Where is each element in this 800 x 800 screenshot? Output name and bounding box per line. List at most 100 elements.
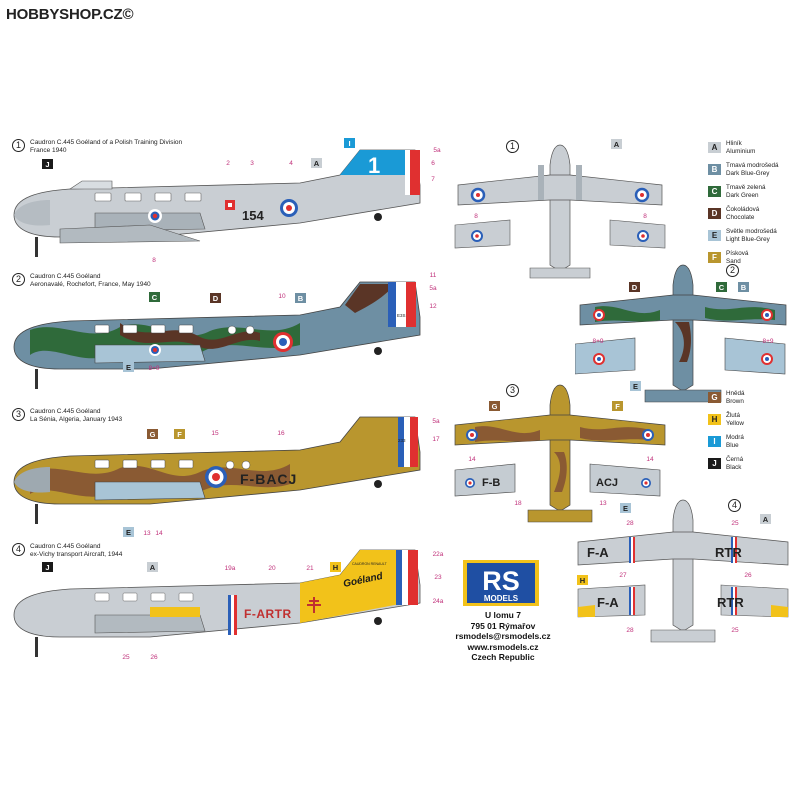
tail-code: 233 bbox=[398, 438, 406, 443]
registration: F-ARTR bbox=[244, 607, 292, 621]
decal-callout: 2 bbox=[226, 160, 230, 167]
decal-callout: 8 bbox=[152, 257, 156, 264]
decal-callout: 23 bbox=[434, 574, 442, 581]
paint-callout-g: G bbox=[147, 429, 158, 439]
callout-text: G bbox=[150, 430, 156, 439]
callout-text: E bbox=[126, 528, 131, 537]
decal-callout: 15 bbox=[211, 430, 219, 437]
callout-text: C bbox=[152, 293, 158, 302]
wing-registration-left: F-B bbox=[482, 477, 500, 489]
paint-callout-b: B bbox=[738, 282, 749, 292]
paint-callout-e: E bbox=[123, 527, 134, 537]
side-profile-3: F-BACJ 233 bbox=[13, 416, 421, 524]
decal-callout: 5a bbox=[429, 285, 437, 292]
decal-callout: 13 bbox=[143, 530, 151, 537]
decal-callout: 8 bbox=[474, 213, 478, 220]
paint-callout-a: A bbox=[611, 139, 622, 149]
decal-callout: 8 bbox=[643, 213, 647, 220]
decal-callout: 27 bbox=[619, 572, 627, 579]
callout-text: H bbox=[580, 576, 585, 585]
paint-callout-a: A bbox=[311, 158, 322, 168]
wing-registration-right: RTR bbox=[715, 545, 742, 560]
decal-callout: 25 bbox=[122, 654, 130, 661]
decal-callout: 28 bbox=[626, 520, 634, 527]
callout-text: E bbox=[126, 363, 131, 372]
manufacturer-address: U lomu 7 795 01 Rýmařov rsmodels@rsmodel… bbox=[455, 610, 551, 662]
decal-callout: 3 bbox=[250, 160, 254, 167]
decal-callout: 24a bbox=[433, 598, 444, 605]
decal-callout: 17 bbox=[432, 436, 440, 443]
decal-callout: 12 bbox=[429, 303, 437, 310]
wing-registration-right: ACJ bbox=[596, 477, 618, 489]
side-profile-1: 1 154 bbox=[13, 149, 421, 257]
paint-callout-a: A bbox=[147, 562, 158, 572]
decal-callout: 11 bbox=[430, 272, 437, 279]
decal-callout: 26 bbox=[150, 654, 158, 661]
callout-text: A bbox=[763, 515, 769, 524]
watermark: HOBBYSHOP.CZ© bbox=[6, 6, 134, 23]
decal-callout: 21 bbox=[306, 565, 314, 572]
paint-callout-h: H bbox=[577, 575, 588, 585]
decal-callout: 28 bbox=[626, 627, 634, 634]
callout-text: A bbox=[150, 563, 156, 572]
callout-text: E bbox=[623, 504, 628, 513]
plan-number: 4 bbox=[728, 499, 741, 512]
decal-callout: 5a bbox=[433, 147, 441, 154]
callout-text: A bbox=[314, 159, 320, 168]
callout-text: J bbox=[45, 160, 49, 169]
color-swatch: H bbox=[708, 414, 721, 425]
profile-number: 4 bbox=[12, 543, 25, 556]
side-profile-2: E3S bbox=[13, 281, 421, 389]
plan-view-2 bbox=[575, 264, 787, 403]
decal-callout: 8+9 bbox=[762, 338, 773, 345]
decal-callout: 14 bbox=[155, 530, 163, 537]
decal-callout: 19a bbox=[225, 565, 236, 572]
decal-callout: 20 bbox=[268, 565, 276, 572]
callout-text: F bbox=[177, 430, 182, 439]
profile-number: 3 bbox=[12, 408, 25, 421]
plan-number: 2 bbox=[726, 264, 739, 277]
registration: F-BACJ bbox=[240, 471, 297, 487]
paint-callout-b: B bbox=[295, 293, 306, 303]
plan-view-4: F-A RTR F-A RTR bbox=[577, 499, 789, 643]
paint-callout-e: E bbox=[123, 362, 134, 372]
paint-callout-a: A bbox=[760, 514, 771, 524]
paint-callout-h: H bbox=[330, 562, 341, 572]
decal-callout: 6 bbox=[431, 160, 435, 167]
tail-text: CAUDRON RENAULT bbox=[352, 562, 388, 566]
decal-callout: 26 bbox=[744, 572, 752, 579]
decal-callout: 25 bbox=[731, 627, 739, 634]
paint-callout-f: F bbox=[174, 429, 185, 439]
profile-number: 2 bbox=[12, 273, 25, 286]
decal-callout: 8+9 bbox=[148, 365, 159, 372]
color-swatch: D bbox=[708, 208, 721, 219]
wing-registration-left: F-A bbox=[597, 595, 619, 610]
cross-of-lorraine-icon bbox=[307, 597, 321, 613]
paint-callout-c: C bbox=[716, 282, 727, 292]
callout-text: D bbox=[632, 283, 638, 292]
side-profile-4: F-ARTR Goéland CAUDRON RENAULT bbox=[13, 549, 421, 657]
plan-view-3: F-B ACJ bbox=[454, 384, 666, 523]
decal-callout: 10 bbox=[278, 293, 286, 300]
callout-text: G bbox=[492, 402, 498, 411]
callout-text: B bbox=[741, 283, 747, 292]
callout-text: D bbox=[213, 294, 219, 303]
svg-text:MODELS: MODELS bbox=[484, 594, 519, 603]
registration: 154 bbox=[242, 208, 264, 223]
